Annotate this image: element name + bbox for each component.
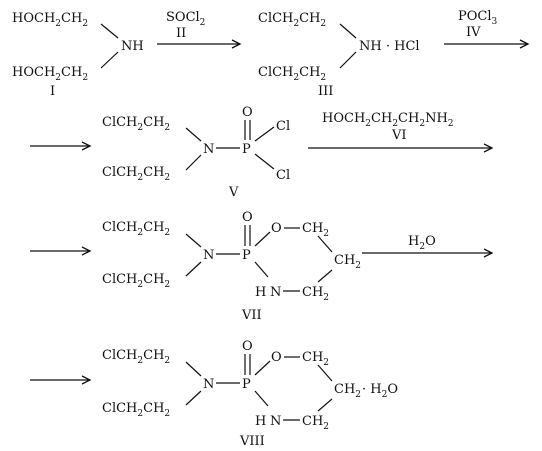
arrow-step-vi: HOCH2CH2CH2NH2 VI [308, 111, 494, 153]
bond-vii-ch2-ch2-bottom [317, 269, 333, 283]
compound-v-cl-bottom: Cl [276, 168, 290, 183]
bond-viii-lower [185, 390, 202, 406]
arrow-head-1 [231, 39, 242, 49]
bond-vii-upper [185, 233, 202, 248]
step-label-iv: IV [466, 25, 481, 40]
arrow-head-3 [81, 141, 92, 151]
arrow-hydration: H2O [362, 234, 494, 258]
compound-i-label: I [50, 84, 55, 99]
compound-viii-ring-ch2-mid: CH2 [334, 382, 361, 400]
bond-vii-p-n-ring [254, 261, 269, 278]
reagent-pocl3: POCl3 [458, 9, 498, 27]
bond-viii-upper [185, 361, 202, 377]
compound-v-lower-arm: ClCH2CH2 [102, 165, 170, 183]
compound-vii-ring-ch2-mid: CH2 [334, 253, 361, 271]
compound-viii-o-double: O [242, 339, 253, 354]
compound-viii-ring-n: N [270, 414, 281, 429]
compound-viii-label: VIII [239, 434, 265, 449]
bond-v-p-cl-bottom [254, 153, 275, 170]
compound-iii-nh-hcl: NH · HCl [359, 39, 420, 54]
compound-vii-upper-arm: ClCH2CH2 [102, 220, 170, 238]
compound-vii-label: VII [241, 308, 262, 323]
reagent-water: H2O [408, 234, 436, 252]
compound-viii-lower-arm: ClCH2CH2 [102, 401, 170, 419]
compound-v: ClCH2CH2 ClCH2CH2 N P O Cl Cl V [102, 105, 290, 200]
bond-viii-p-n-ring [254, 390, 269, 407]
compound-viii-ring-ch2-top: CH2 [302, 350, 329, 368]
compound-i-lower-arm: HOCH2CH2 [12, 65, 88, 83]
step-label-vi: VI [391, 128, 407, 143]
bond-viii-p-o-ring [254, 360, 271, 376]
compound-viii-upper-arm: ClCH2CH2 [102, 348, 170, 366]
compound-v-label: V [228, 185, 239, 200]
arrow-head-5 [81, 246, 92, 256]
compound-v-upper-arm: ClCH2CH2 [102, 115, 170, 133]
step-label-ii: II [176, 26, 186, 41]
compound-i-nh: NH [121, 39, 144, 54]
compound-vii-o-double: O [242, 210, 253, 225]
compound-iii-lower-arm: ClCH2CH2 [258, 65, 326, 83]
compound-iii-label: III [318, 84, 333, 99]
compound-i: HOCH2CH2 HOCH2CH2 NH I [12, 11, 144, 99]
bond-viii-ch2-ch2-top [317, 364, 333, 382]
compound-vii-ring-n: N [270, 285, 281, 300]
arrow-head-2 [519, 39, 530, 49]
row2-entry-arrow [30, 141, 92, 151]
arrow-head-4 [483, 143, 494, 153]
compound-v-p: P [242, 142, 251, 157]
compound-vii-ring-o: O [271, 221, 282, 236]
reagent-socl2: SOCl2 [166, 10, 205, 28]
compound-vii-p: P [242, 248, 251, 263]
arrow-head-6 [483, 248, 494, 258]
arrow-step-ii: SOCl2 II [157, 10, 242, 49]
compound-viii-ring-o: O [271, 350, 282, 365]
row3-entry-arrow [30, 246, 92, 256]
compound-vii-n: N [203, 248, 214, 263]
compound-vii-ring-ch2-top: CH2 [302, 221, 329, 239]
compound-viii-ring-ch2-bottom: CH2 [302, 414, 329, 432]
row4-entry-arrow [30, 375, 92, 385]
reagent-propanolamine: HOCH2CH2CH2NH2 [322, 111, 454, 129]
compound-viii: ClCH2CH2 ClCH2CH2 N P O O CH2 CH2 · H2O … [102, 339, 398, 449]
bond-v-p-cl-top [254, 126, 275, 142]
bond-v-lower [185, 154, 202, 171]
compound-i-upper-arm: HOCH2CH2 [12, 11, 88, 29]
bond-i-lower [100, 51, 119, 69]
arrow-step-iv: POCl3 IV [444, 9, 530, 49]
compound-v-n: N [203, 142, 214, 157]
bond-viii-ch2-ch2-bottom [317, 398, 333, 412]
bond-vii-ch2-ch2-top [317, 235, 333, 253]
compound-v-cl-top: Cl [276, 119, 290, 134]
compound-viii-p: P [242, 377, 251, 392]
compound-vii-ring-ch2-bottom: CH2 [302, 285, 329, 303]
bond-vii-p-o-ring [254, 231, 271, 247]
compound-iii-upper-arm: ClCH2CH2 [258, 11, 326, 29]
compound-viii-n: N [203, 377, 214, 392]
bond-iii-upper [339, 23, 357, 39]
bond-i-upper [100, 23, 119, 39]
compound-vii-lower-arm: ClCH2CH2 [102, 272, 170, 290]
compound-iii: ClCH2CH2 ClCH2CH2 NH · HCl III [258, 11, 420, 99]
compound-viii-ring-h: H [255, 414, 266, 429]
bond-v-upper [185, 127, 202, 142]
compound-vii-ring-h: H [255, 285, 266, 300]
compound-viii-hydrate: · H2O [362, 382, 398, 400]
compound-vii: ClCH2CH2 ClCH2CH2 N P O O CH2 CH2 H N CH… [102, 210, 361, 323]
bond-vii-lower [185, 261, 202, 277]
arrow-head-7 [81, 375, 92, 385]
compound-v-o: O [242, 105, 253, 120]
bond-iii-lower [339, 51, 357, 69]
